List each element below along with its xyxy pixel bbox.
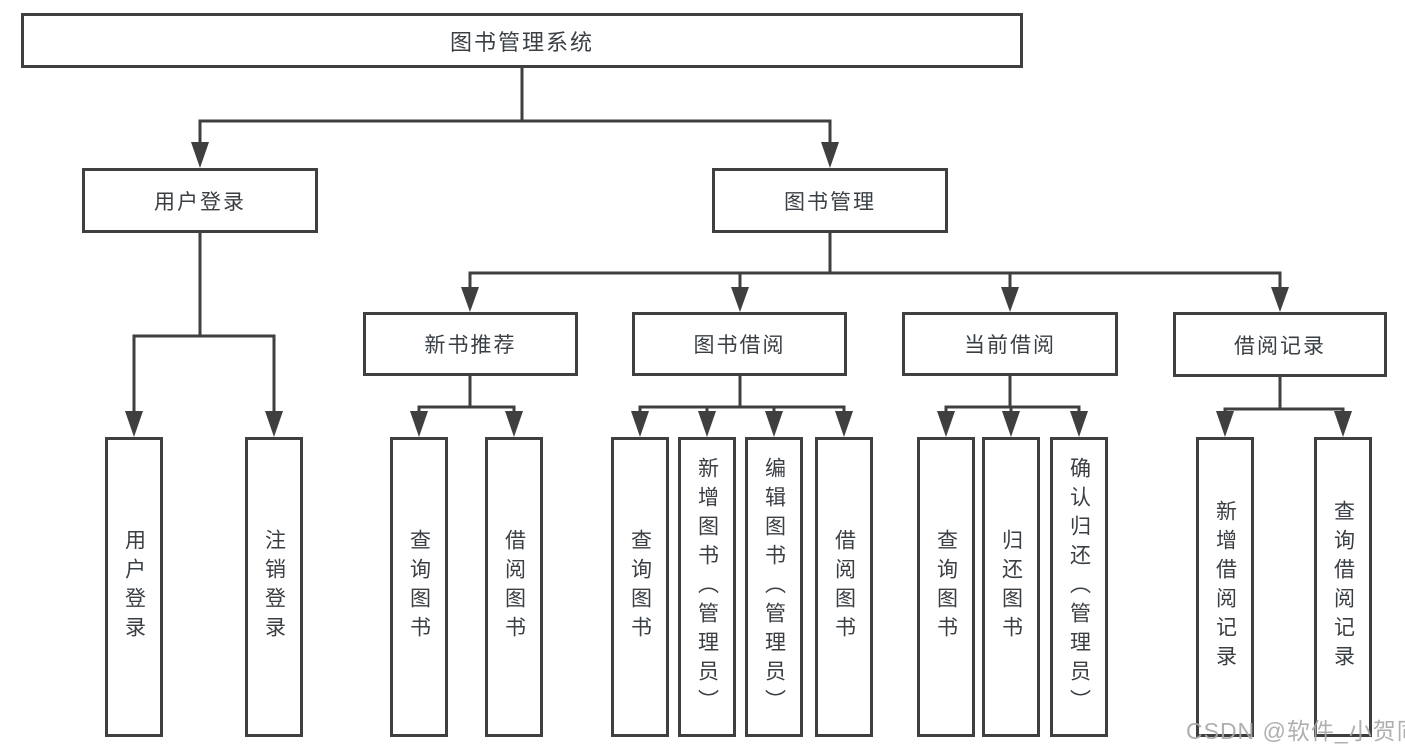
leaf-query-books-recommend: 查询图书	[390, 437, 448, 737]
leaf-query-borrow-record: 查询借阅记录	[1314, 437, 1372, 737]
leaf-edit-books-admin: 编辑图书（管理员）	[745, 437, 803, 737]
arrow-down-icon	[1001, 287, 1019, 312]
arrow-down-icon	[1070, 411, 1088, 437]
node-current-borrow: 当前借阅	[902, 312, 1118, 376]
arrow-down-icon	[731, 287, 749, 312]
leaf-return-books: 归还图书	[982, 437, 1040, 737]
leaf-query-borrow-record-label: 查询借阅记录	[1331, 500, 1355, 674]
leaf-query-books-recommend-label: 查询图书	[407, 529, 431, 645]
leaf-logout: 注销登录	[245, 437, 303, 737]
node-borrow-records: 借阅记录	[1173, 312, 1387, 377]
leaf-query-books-current-label: 查询图书	[934, 529, 958, 645]
leaf-add-borrow-record: 新增借阅记录	[1196, 437, 1254, 737]
leaf-borrow-books-label: 借阅图书	[832, 529, 856, 645]
arrow-down-icon	[410, 411, 428, 437]
leaf-user-login: 用户登录	[105, 437, 163, 737]
arrow-down-icon	[1271, 287, 1289, 312]
watermark: CSDN @软件_小贺同学	[1186, 718, 1405, 744]
arrow-down-icon	[191, 142, 209, 168]
arrow-down-icon	[461, 287, 479, 312]
arrow-down-icon	[698, 411, 716, 437]
node-borrow-records-label: 借阅记录	[1234, 334, 1326, 358]
arrow-down-icon	[265, 411, 283, 437]
leaf-add-books-admin: 新增图书（管理员）	[678, 437, 736, 737]
leaf-query-books-current: 查询图书	[917, 437, 975, 737]
connector-new-book-split	[410, 375, 523, 437]
node-new-book-recommend-label: 新书推荐	[424, 334, 517, 357]
connector-borrow-records-split	[1216, 377, 1352, 437]
arrow-down-icon	[505, 411, 523, 437]
arrow-down-icon	[1002, 411, 1020, 437]
leaf-user-login-label: 用户登录	[122, 529, 146, 645]
leaf-borrow-books-recommend: 借阅图书	[485, 437, 543, 737]
arrow-down-icon	[821, 142, 839, 168]
node-book-management-label: 图书管理	[784, 190, 876, 214]
leaf-borrow-books-recommend-label: 借阅图书	[502, 529, 526, 645]
node-user-login-label: 用户登录	[154, 190, 246, 214]
leaf-return-books-label: 归还图书	[999, 529, 1023, 645]
leaf-borrow-books: 借阅图书	[815, 437, 873, 737]
leaf-query-books-borrow: 查询图书	[611, 437, 669, 737]
arrow-down-icon	[125, 411, 143, 437]
leaf-confirm-return-admin-label: 确认归还（管理员）	[1067, 456, 1091, 718]
arrow-down-icon	[937, 411, 955, 437]
node-book-borrow: 图书借阅	[632, 312, 847, 376]
leaf-edit-books-admin-label: 编辑图书（管理员）	[762, 456, 786, 718]
node-user-login: 用户登录	[82, 168, 318, 233]
leaf-logout-label: 注销登录	[262, 529, 286, 645]
node-new-book-recommend: 新书推荐	[363, 312, 578, 376]
connector-book-borrow-split	[631, 375, 853, 437]
leaf-add-books-admin-label: 新增图书（管理员）	[695, 456, 719, 718]
arrow-down-icon	[765, 411, 783, 437]
connector-current-borrow-split	[937, 376, 1088, 437]
connector-root-split	[191, 68, 839, 168]
arrow-down-icon	[835, 411, 853, 437]
node-book-management: 图书管理	[712, 168, 948, 233]
node-book-borrow-label: 图书借阅	[693, 334, 786, 357]
connector-book-management-split	[461, 233, 1289, 312]
arrow-down-icon	[1216, 411, 1234, 437]
node-root-label: 图书管理系统	[449, 29, 594, 55]
node-current-borrow-label: 当前借阅	[964, 334, 1056, 357]
leaf-add-borrow-record-label: 新增借阅记录	[1213, 500, 1237, 674]
connector-user-login-split	[125, 233, 283, 437]
arrow-down-icon	[631, 411, 649, 437]
leaf-query-books-borrow-label: 查询图书	[628, 529, 652, 645]
leaf-confirm-return-admin: 确认归还（管理员）	[1050, 437, 1108, 737]
node-root-system: 图书管理系统	[21, 13, 1023, 68]
arrow-down-icon	[1334, 411, 1352, 437]
